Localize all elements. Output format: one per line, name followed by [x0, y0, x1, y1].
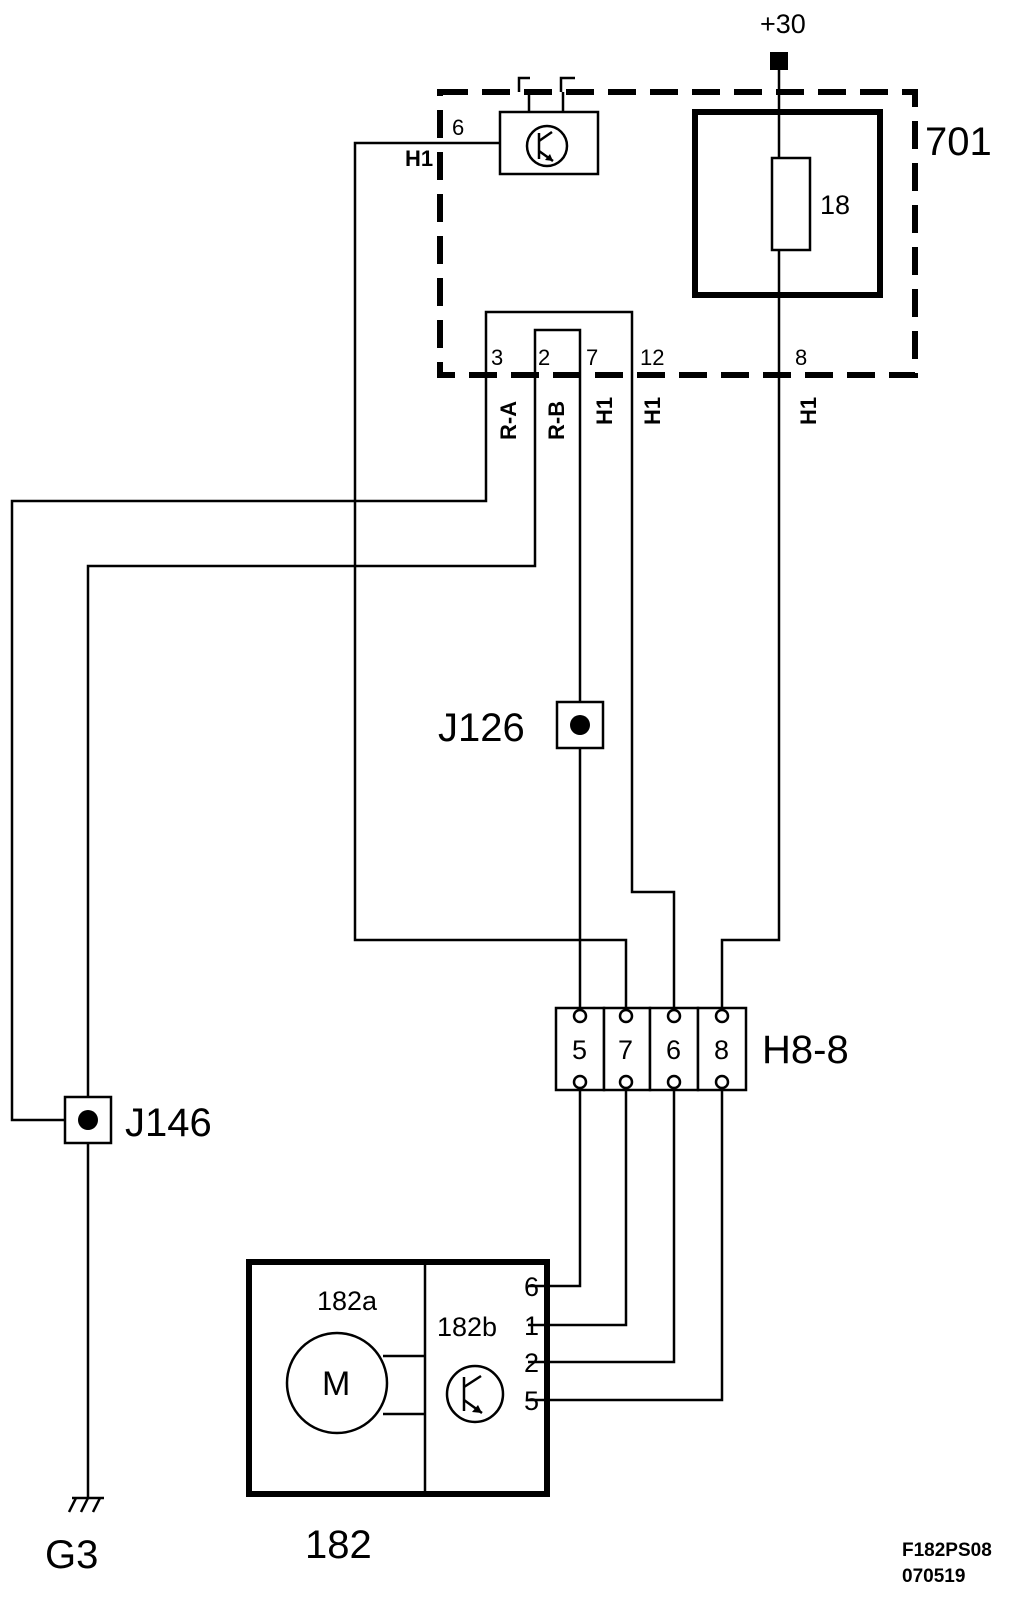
ground-label: G3 — [45, 1533, 98, 1577]
connector-h8 — [554, 1006, 748, 1092]
module-701-pin-3: 3 — [491, 345, 503, 370]
wire-color-h1-pin8: H1 — [796, 397, 821, 425]
h8-pin-label: 8 — [714, 1035, 729, 1065]
internal-link-2-7 — [533, 328, 582, 375]
wire-color-h1-pin12: H1 — [640, 397, 665, 425]
motor-icon — [285, 1331, 389, 1435]
module-701-pin-2: 2 — [538, 345, 550, 370]
supply-terminal — [770, 52, 788, 70]
component-182-pin: 2 — [524, 1348, 539, 1378]
motor-symbol: M — [322, 1365, 350, 1403]
sensor-label: 182b — [437, 1312, 497, 1342]
component-182-label: 182 — [305, 1523, 372, 1567]
module-701-outline — [437, 89, 918, 378]
wire-ra-to-j146 — [10, 375, 488, 1122]
h8-pin-label: 7 — [618, 1035, 633, 1065]
module-701-label: 701 — [925, 120, 992, 164]
component-182-pin: 6 — [524, 1272, 539, 1302]
module-701-pin-7: 7 — [586, 345, 598, 370]
module-701-transistor-box — [498, 110, 600, 176]
transistor-lead-right — [559, 76, 575, 92]
wire-pin6-to-h8-pin7 — [353, 141, 628, 1010]
junction-j146-dot — [78, 1110, 98, 1130]
wire-pin12-to-h8-pin6 — [630, 375, 676, 1010]
drawing-code-line1: F182PS08 — [902, 1540, 992, 1561]
wire-color-h1-left: H1 — [405, 146, 433, 171]
module-701-pin-8: 8 — [795, 345, 807, 370]
wire-h8-8-to-182-pin5 — [528, 1088, 724, 1402]
wire-h8-5-to-182-pin6 — [528, 1088, 582, 1288]
module-701-pin-12: 12 — [640, 345, 664, 370]
component-182 — [246, 1259, 550, 1497]
connector-h8-label: H8-8 — [762, 1028, 849, 1072]
wire-h8-7-to-182-pin1 — [528, 1088, 628, 1327]
fuse-label: 18 — [820, 190, 850, 220]
junction-j146-label: J146 — [125, 1101, 212, 1145]
supply-label: +30 — [760, 9, 806, 39]
drawing-code-line2: 070519 — [902, 1566, 965, 1587]
transistor-icon — [525, 124, 569, 168]
wire-pin8-to-h8-pin8 — [720, 250, 781, 1010]
fuse-18 — [770, 156, 812, 252]
motor-label: 182a — [317, 1286, 378, 1316]
wire-h8-6-to-182-pin2 — [528, 1088, 676, 1364]
junction-j126-dot — [570, 715, 590, 735]
wire-color-rb: R-B — [544, 401, 569, 440]
internal-link-3-12 — [484, 310, 634, 375]
wire-color-ra: R-A — [496, 401, 521, 440]
sensor-transistor-icon — [445, 1364, 505, 1424]
wire-rb-to-j146 — [86, 375, 537, 1105]
h8-pin-label: 6 — [666, 1035, 681, 1065]
module-701-pin-6: 6 — [452, 115, 464, 140]
fuse-block — [692, 109, 883, 298]
junction-j126-label: J126 — [438, 706, 525, 750]
component-182-pin: 1 — [524, 1311, 539, 1341]
ground-icon — [67, 1496, 104, 1513]
transistor-lead-left — [517, 76, 530, 92]
component-182-pin: 5 — [524, 1386, 539, 1416]
h8-pin-label: 5 — [572, 1035, 587, 1065]
wire-color-h1-pin7: H1 — [592, 397, 617, 425]
